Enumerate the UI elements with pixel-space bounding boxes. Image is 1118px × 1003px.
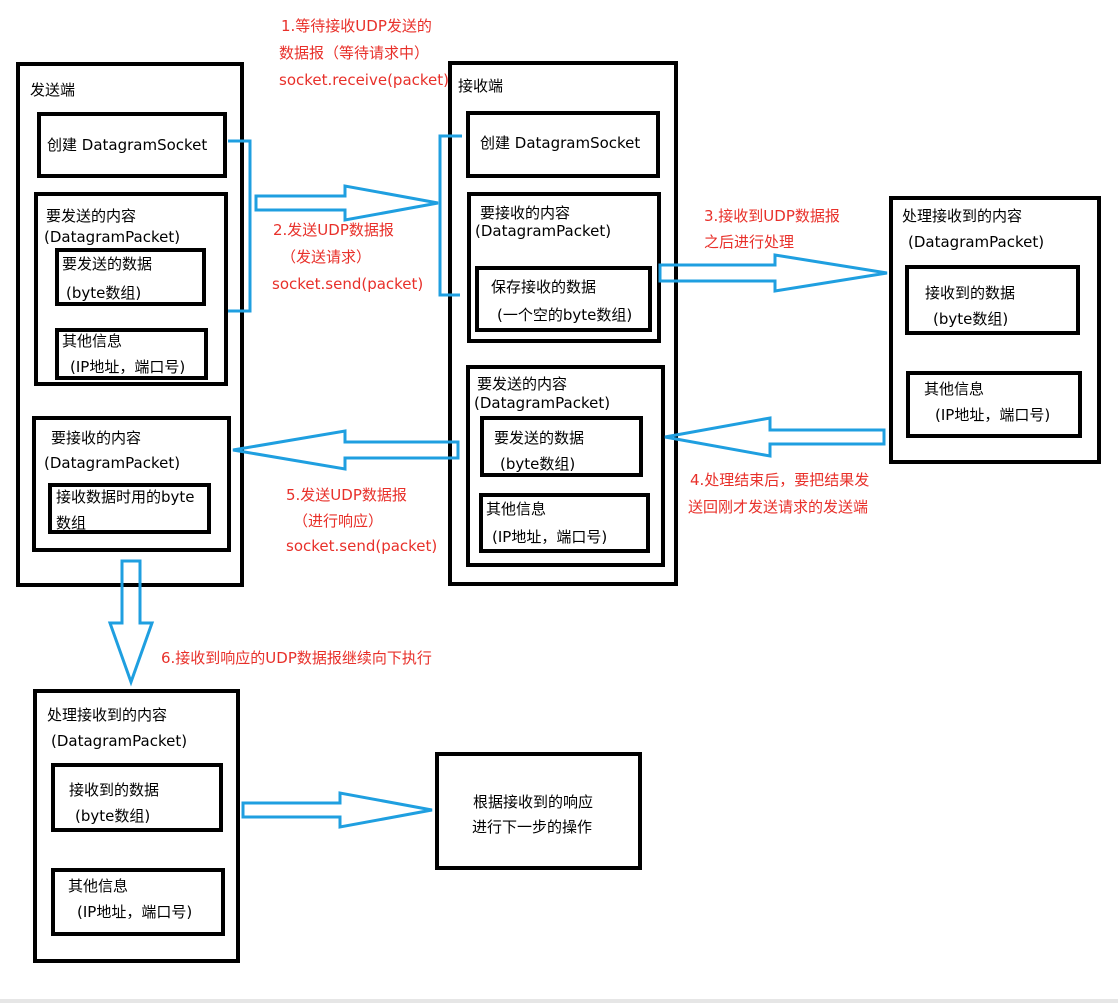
receiver-create-socket-label: 创建 DatagramSocket (480, 134, 641, 152)
receiver-bracket (438, 134, 462, 297)
step1-line2: 数据报（等待请求中） (279, 44, 430, 62)
sender-send-packet-title: 要发送的内容 (46, 207, 137, 225)
bottom-edge-strip (0, 999, 1118, 1003)
process-right-data-line1: 接收到的数据 (925, 284, 1016, 302)
sender-send-info-line1: 其他信息 (62, 332, 123, 350)
sender-recv-packet-subtitle: (DatagramPacket) (44, 454, 181, 472)
sender-recv-buffer-line1: 接收数据时用的byte (56, 488, 195, 506)
step4-line2: 送回刚才发送请求的发送端 (688, 498, 869, 516)
sender-bracket (228, 139, 252, 313)
arrow-to-process (658, 253, 888, 293)
sender-send-info-line2: (IP地址，端口号) (70, 358, 186, 376)
sender-title: 发送端 (30, 81, 76, 99)
receiver-send-data-line1: 要发送的数据 (494, 429, 585, 447)
receiver-send-info-line1: 其他信息 (486, 500, 547, 518)
step5-line3: socket.send(packet) (286, 537, 438, 555)
process-bottom-info-line1: 其他信息 (68, 877, 129, 895)
receiver-save-data-line2: (一个空的byte数组) (497, 306, 633, 324)
process-bottom-info-line2: (IP地址，端口号) (77, 903, 193, 921)
arrow-to-next-step (241, 791, 433, 829)
step2-line2: （发送请求） (281, 248, 372, 266)
next-step-box (435, 752, 642, 870)
sender-recv-buffer-line2: 数组 (56, 514, 87, 532)
process-right-info-line2: (IP地址，端口号) (935, 406, 1051, 424)
step5-line2: （进行响应） (293, 512, 384, 530)
process-bottom-title: 处理接收到的内容 (47, 706, 168, 724)
sender-recv-buffer-box (48, 483, 211, 534)
step2-line1: 2.发送UDP数据报 (273, 221, 394, 239)
sender-send-packet-subtitle: (DatagramPacket) (44, 228, 181, 246)
receiver-recv-packet-title: 要接收的内容 (480, 204, 571, 222)
step1-line1: 1.等待接收UDP发送的 (281, 17, 432, 35)
sender-create-socket-box (37, 112, 227, 178)
process-right-info-line1: 其他信息 (924, 380, 985, 398)
sender-recv-packet-title: 要接收的内容 (51, 429, 142, 447)
next-step-line2: 进行下一步的操作 (472, 818, 593, 836)
receiver-title: 接收端 (458, 77, 504, 95)
process-bottom-data-line2: (byte数组) (75, 807, 151, 825)
receiver-send-data-box (480, 416, 643, 477)
receiver-create-socket-box (466, 111, 660, 178)
receiver-send-info-box (479, 493, 650, 553)
step2-line3: socket.send(packet) (272, 275, 424, 293)
arrow-result-back (664, 416, 886, 458)
step6-line1: 6.接收到响应的UDP数据报继续向下执行 (161, 649, 432, 667)
receiver-send-info-line2: (IP地址，端口号) (492, 528, 608, 546)
process-bottom-info-box (51, 868, 225, 936)
sender-send-data-line1: 要发送的数据 (62, 255, 153, 273)
sender-send-info-box (55, 328, 208, 380)
step5-line1: 5.发送UDP数据报 (286, 486, 407, 504)
receiver-save-data-line1: 保存接收的数据 (491, 278, 597, 296)
process-right-info-box (906, 371, 1082, 438)
process-bottom-data-line1: 接收到的数据 (69, 781, 160, 799)
process-bottom-subtitle: (DatagramPacket) (51, 732, 188, 750)
sender-send-data-box (55, 248, 206, 306)
process-right-data-box (905, 265, 1080, 335)
arrow-down (107, 559, 155, 687)
step3-line2: 之后进行处理 (704, 233, 795, 251)
receiver-recv-packet-subtitle: (DatagramPacket) (475, 222, 612, 240)
step3-line1: 3.接收到UDP数据报 (704, 207, 840, 225)
receiver-send-packet-subtitle: (DatagramPacket) (474, 394, 611, 412)
receiver-send-data-line2: (byte数组) (500, 455, 576, 473)
step1-line3: socket.receive(packet) (279, 71, 450, 89)
arrow-send-request (254, 184, 439, 222)
receiver-send-packet-title: 要发送的内容 (477, 375, 568, 393)
process-right-title: 处理接收到的内容 (902, 207, 1023, 225)
process-bottom-data-box (51, 763, 223, 832)
step4-line1: 4.处理结束后，要把结果发 (690, 471, 870, 489)
next-step-line1: 根据接收到的响应 (473, 793, 594, 811)
process-right-subtitle: (DatagramPacket) (908, 233, 1045, 251)
sender-create-socket-label: 创建 DatagramSocket (47, 136, 208, 154)
arrow-send-response (232, 429, 460, 471)
process-right-data-line2: (byte数组) (933, 310, 1009, 328)
sender-send-data-line2: (byte数组) (66, 284, 142, 302)
receiver-save-data-box (475, 266, 652, 332)
